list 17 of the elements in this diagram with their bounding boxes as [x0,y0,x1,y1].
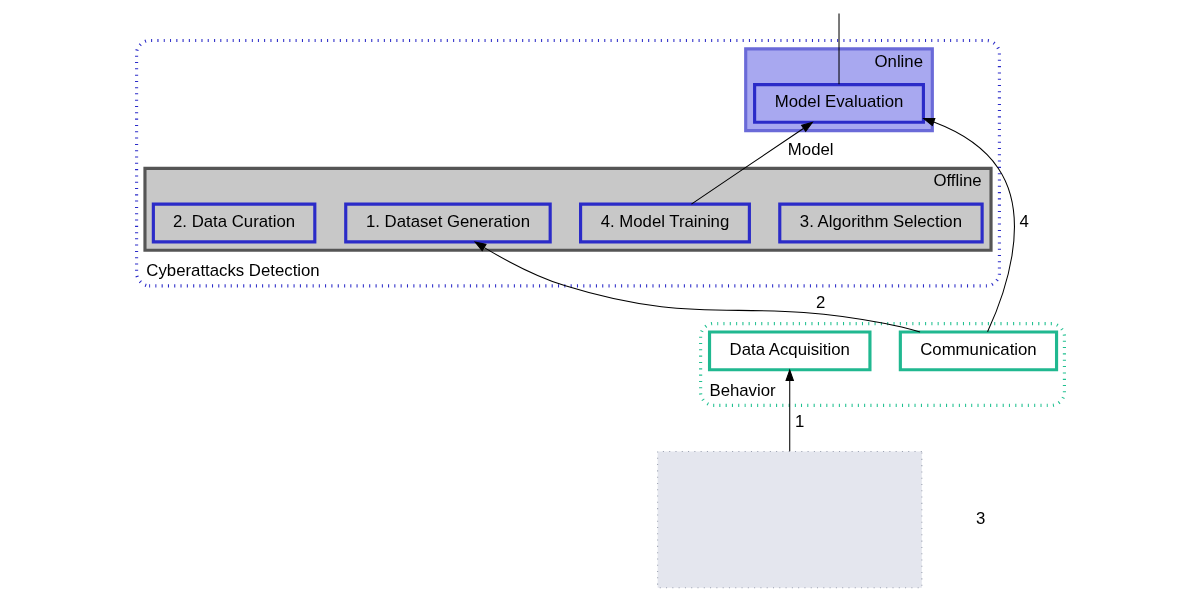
edge-label: 4 [1018,211,1029,231]
edge-label: Model [787,139,834,159]
node-box: 1. Dataset Generation [343,202,552,244]
node-box: 3. Algorithm Selection [777,202,984,244]
node-box [656,450,922,589]
arrow [784,368,794,452]
node-box: Communication [898,330,1058,372]
arrow [473,241,921,333]
edge-label: 2 [815,292,825,312]
node-box: Data Acquisition [707,330,871,372]
node-box: Model Evaluation [752,82,925,124]
edge-label: 1 [794,412,804,432]
label: 3 [975,508,985,528]
arrow [690,121,814,205]
node-box: 2. Data Curation [151,202,316,244]
node-box: 4. Model Training [578,202,751,244]
arrow [921,118,1015,333]
